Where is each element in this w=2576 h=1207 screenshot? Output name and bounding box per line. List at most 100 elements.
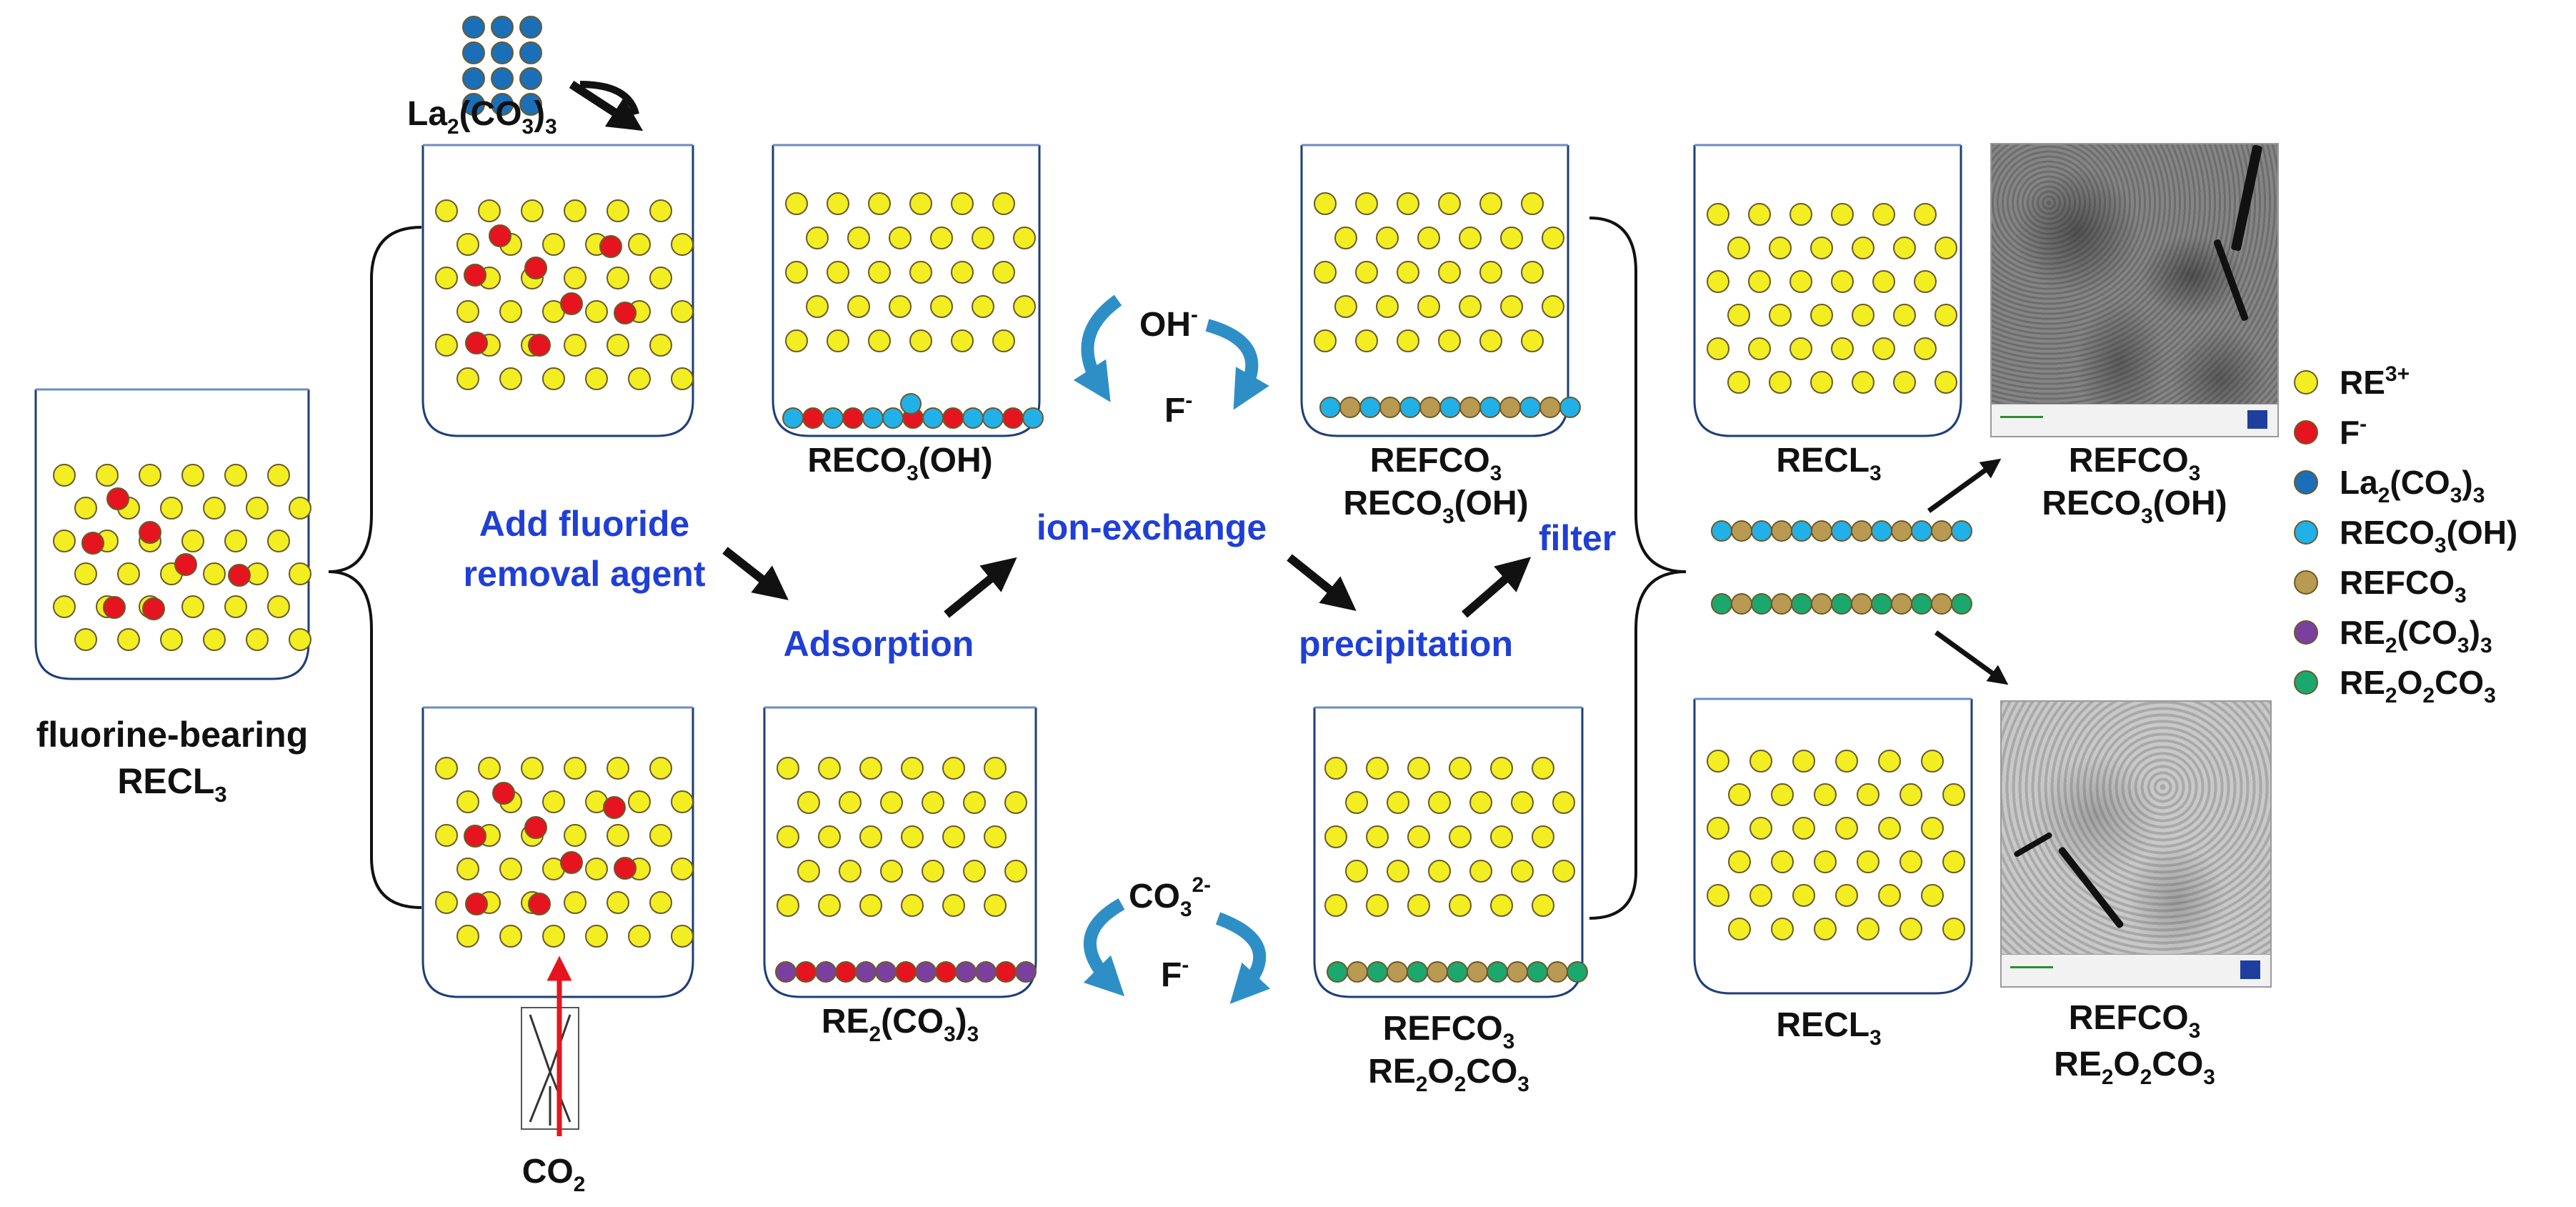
beaker-top-1 bbox=[421, 144, 694, 437]
re3-ion bbox=[909, 329, 932, 352]
re3-ion bbox=[224, 530, 247, 552]
re3-ion bbox=[1748, 270, 1771, 293]
re3-ion bbox=[992, 329, 1015, 352]
la2co33-dot bbox=[462, 93, 485, 116]
re3-ion bbox=[1428, 791, 1451, 814]
re3-ion bbox=[585, 925, 608, 948]
re3-ion bbox=[827, 192, 849, 215]
re3-ion bbox=[246, 628, 269, 651]
re3-ion bbox=[859, 894, 882, 917]
re3-ion bbox=[1831, 203, 1854, 226]
fluoride-ion bbox=[228, 564, 251, 587]
re3-ion bbox=[649, 334, 672, 357]
fluoride-ion bbox=[465, 332, 488, 354]
re3-ion bbox=[1810, 237, 1833, 259]
re3-ion bbox=[606, 334, 629, 357]
re3-ion bbox=[478, 199, 501, 222]
re3-ion bbox=[901, 894, 924, 917]
arrow-to-sem-bottom bbox=[1934, 630, 2009, 685]
re3-ion bbox=[499, 367, 522, 390]
precipitate-particle bbox=[1567, 961, 1588, 983]
legend-label-refco3: REFCO3 bbox=[2340, 564, 2467, 607]
precipitate-particle bbox=[1399, 397, 1421, 418]
legend: RE3+F-La2(CO3)3RECO3(OH)REFCO3RE2(CO3)3R… bbox=[2294, 362, 2517, 707]
chain-particle bbox=[1731, 593, 1752, 615]
label-refco3-bottom: REFCO3 bbox=[1383, 1010, 1515, 1053]
re3-ion bbox=[839, 791, 862, 814]
precipitate-particle bbox=[955, 961, 977, 983]
precipitate-particle bbox=[1559, 397, 1581, 418]
legend-label-re3: RE3+ bbox=[2340, 362, 2410, 401]
re3-ion bbox=[181, 595, 204, 618]
chain-particle bbox=[1711, 593, 1732, 615]
re3-ion bbox=[1857, 850, 1879, 873]
legend-swatch-fluoride bbox=[2294, 420, 2318, 444]
re3-ion bbox=[777, 757, 799, 780]
fluoride-ion bbox=[464, 825, 486, 848]
beaker-top-2 bbox=[772, 144, 1041, 437]
re3-ion bbox=[1707, 203, 1729, 226]
re3-ion bbox=[972, 295, 994, 318]
re3-ion bbox=[1789, 203, 1812, 226]
precipitate-particle bbox=[1427, 961, 1448, 983]
re3-ion bbox=[649, 757, 672, 780]
re3-ion bbox=[1542, 227, 1564, 249]
re3-ion bbox=[649, 199, 672, 222]
precipitate-particle bbox=[895, 961, 917, 983]
re3-ion bbox=[1835, 884, 1858, 907]
fluoride-ion bbox=[603, 796, 626, 819]
legend-label-fluoride: F- bbox=[2340, 412, 2367, 451]
re3-ion bbox=[1521, 192, 1544, 215]
re3-ion bbox=[1013, 227, 1036, 249]
re3-ion bbox=[1469, 860, 1492, 883]
re3-ion bbox=[1831, 270, 1854, 293]
legend-label-reco3oh: RECO3(OH) bbox=[2340, 514, 2517, 557]
chain-particle bbox=[1811, 520, 1832, 542]
la2co33-dot bbox=[462, 16, 485, 39]
re3-ion bbox=[1810, 371, 1833, 394]
re3-ion bbox=[1727, 371, 1750, 394]
re3-ion bbox=[1459, 227, 1482, 249]
re3-ion bbox=[1521, 329, 1544, 352]
precipitate-particle bbox=[935, 961, 957, 983]
re3-ion bbox=[499, 300, 522, 323]
re3-ion bbox=[499, 858, 522, 880]
beaker-bottom-3 bbox=[1313, 706, 1584, 998]
product-chains bbox=[1711, 520, 1972, 615]
re3-ion bbox=[1728, 918, 1751, 940]
re3-ion bbox=[777, 825, 799, 848]
precipitate-particle bbox=[1439, 397, 1461, 418]
re3-ion bbox=[499, 925, 522, 948]
re3-ion bbox=[628, 790, 651, 813]
re3-ion bbox=[1314, 192, 1337, 215]
co2-gas-nozzle bbox=[521, 1007, 579, 1130]
fluoride-ion bbox=[524, 257, 547, 279]
re3-ion bbox=[1407, 757, 1430, 780]
re3-ion bbox=[246, 497, 269, 520]
legend-label-la2co33: La2(CO3)3 bbox=[2340, 464, 2485, 507]
re3-ion bbox=[1914, 203, 1937, 226]
re3-ion bbox=[456, 925, 479, 948]
precipitate-particle bbox=[915, 961, 937, 983]
re3-ion bbox=[1878, 817, 1901, 840]
re3-ion bbox=[1449, 894, 1472, 917]
re3-ion bbox=[53, 530, 76, 552]
fluoride-ion bbox=[464, 264, 486, 287]
precipitate-particle bbox=[1527, 961, 1548, 983]
re3-ion bbox=[1366, 825, 1389, 848]
re3-ion bbox=[1438, 329, 1461, 352]
re3-ion bbox=[1857, 918, 1879, 940]
re3-ion bbox=[671, 790, 694, 813]
re3-ion bbox=[1355, 329, 1378, 352]
re3-ion bbox=[1490, 825, 1513, 848]
label-reco3oh-top: RECO3(OH) bbox=[1343, 485, 1528, 528]
re3-ion bbox=[456, 300, 479, 323]
re3-ion bbox=[671, 367, 694, 390]
label-re2co33-beaker: RE2(CO3)3 bbox=[822, 1003, 979, 1046]
label-precipitation: precipitation bbox=[1299, 624, 1513, 664]
fluoride-ion bbox=[614, 857, 636, 880]
re3-ion bbox=[1878, 750, 1901, 773]
re3-ion bbox=[224, 595, 247, 618]
re3-ion bbox=[889, 227, 912, 249]
